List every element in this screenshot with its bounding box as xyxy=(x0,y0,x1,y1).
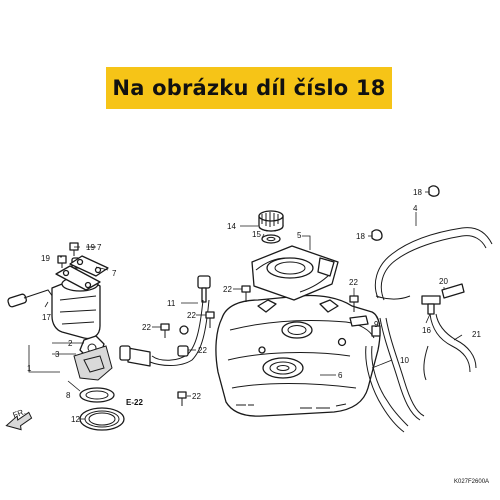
callout-7-lower: 7 xyxy=(112,269,117,278)
callout-19-upper: 19 xyxy=(86,243,95,252)
regulator-holder xyxy=(73,345,113,381)
leader-lines xyxy=(28,191,463,420)
callout-22-a: 22 xyxy=(223,285,232,294)
callout-22-e: 22 xyxy=(349,278,358,287)
callout-22-d: 22 xyxy=(198,346,207,355)
callout-20: 20 xyxy=(439,277,448,286)
callout-15: 15 xyxy=(252,230,261,239)
drain-tube xyxy=(371,317,425,421)
setting-plate-upper xyxy=(69,255,109,277)
callout-18-lower: 18 xyxy=(356,232,365,241)
callout-12: 12 xyxy=(71,415,80,424)
breather-tube xyxy=(374,227,493,301)
callout-labels: 1 2 3 4 5 6 7 7 8 9 10 11 12 14 15 16 17… xyxy=(12,188,489,485)
callout-7-upper: 7 xyxy=(97,243,102,252)
filler-gasket xyxy=(261,234,281,244)
callout-21: 21 xyxy=(472,330,481,339)
callout-1: 1 xyxy=(27,364,32,373)
front-marker-label: FR. xyxy=(12,407,27,420)
callout-16: 16 xyxy=(422,326,431,335)
callout-6: 6 xyxy=(338,371,343,380)
drain-tube-lower xyxy=(423,313,477,381)
callout-17: 17 xyxy=(42,313,51,322)
bolt-22-b xyxy=(205,311,215,328)
callout-22-f: 22 xyxy=(192,392,201,401)
bolt-22-d xyxy=(349,295,359,312)
reference-e22: E-22 xyxy=(126,398,143,407)
callout-10: 10 xyxy=(400,356,409,365)
fuel-feed-hose xyxy=(119,275,211,367)
banner-text: Na obrázku díl číslo 18 xyxy=(112,76,386,100)
fuel-tank xyxy=(215,294,381,417)
clip-22-f xyxy=(177,345,189,357)
fuel-pump-lock-nut xyxy=(79,407,125,431)
breather-clip-18a xyxy=(428,185,440,197)
overflow-tube xyxy=(365,345,409,433)
callout-9: 9 xyxy=(374,320,379,329)
callout-18-upper: 18 xyxy=(413,188,422,197)
callout-3: 3 xyxy=(55,350,60,359)
callout-11: 11 xyxy=(167,299,176,308)
bolt-22-e xyxy=(177,391,187,406)
filler-cap xyxy=(258,210,284,232)
filler-cup xyxy=(251,245,339,301)
bolt-19b xyxy=(57,255,67,268)
front-direction-marker xyxy=(5,411,33,431)
callout-2: 2 xyxy=(68,339,73,348)
bolt-22-a xyxy=(241,285,251,302)
fuel-pump-packing xyxy=(79,387,115,403)
callout-19-lower: 19 xyxy=(41,254,50,263)
bolt-22-c xyxy=(160,323,170,338)
callout-22-b: 22 xyxy=(187,311,196,320)
breather-clip-18b xyxy=(371,229,383,241)
part-number-banner: Na obrázku díl číslo 18 xyxy=(106,67,392,109)
bolt-19a xyxy=(69,242,79,256)
setting-plate-lower xyxy=(55,265,101,291)
callout-8: 8 xyxy=(66,391,71,400)
callout-5: 5 xyxy=(297,231,302,240)
drawing-code: K027F2600A xyxy=(454,479,489,485)
callout-4: 4 xyxy=(413,204,418,213)
three-way-joint xyxy=(421,283,465,315)
callout-14: 14 xyxy=(227,222,236,231)
callout-22-c: 22 xyxy=(142,323,151,332)
